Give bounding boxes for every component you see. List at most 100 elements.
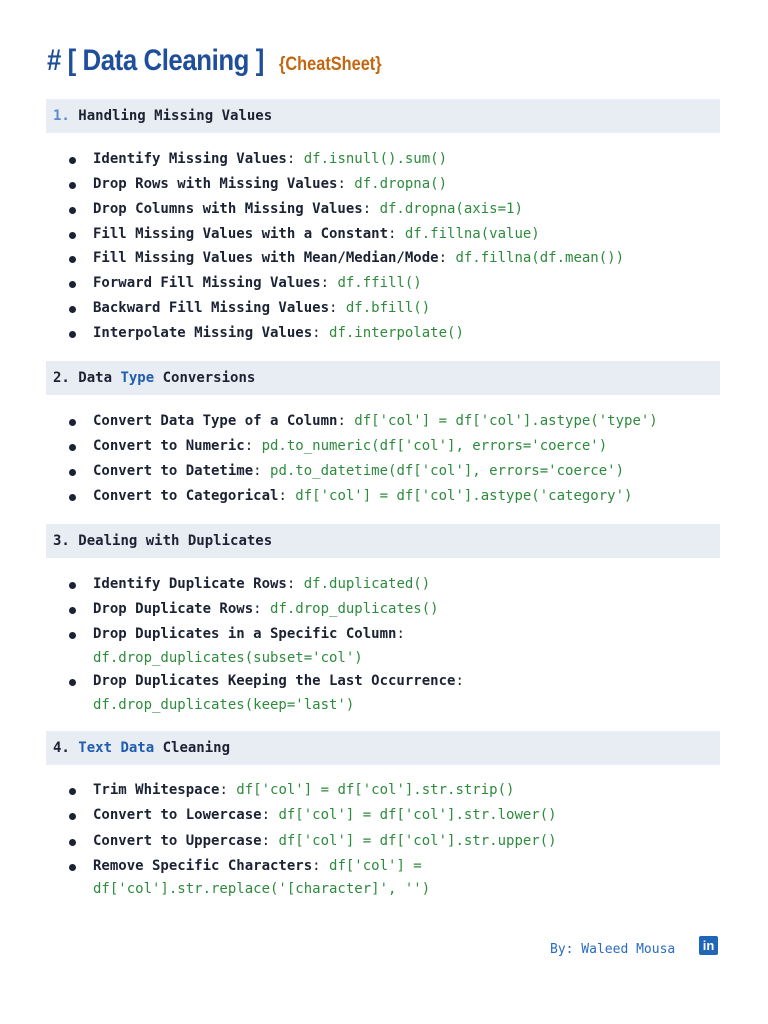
item-label: Forward Fill Missing Values bbox=[93, 275, 321, 291]
section-number: 2. bbox=[53, 370, 70, 386]
section-number: 1. bbox=[53, 108, 70, 124]
item-code: df.drop_duplicates(keep='last') bbox=[93, 697, 355, 713]
item-code: df.interpolate() bbox=[329, 325, 464, 341]
list-item: Convert to Numeric: pd.to_numeric(df['co… bbox=[93, 438, 608, 454]
list-item: Identify Missing Values: df.isnull().sum… bbox=[93, 151, 448, 167]
item-code-continued: df['col'].str.replace('[character]', '') bbox=[93, 881, 431, 897]
item-label: Drop Duplicates Keeping the Last Occurre… bbox=[93, 673, 456, 689]
bullet-icon bbox=[69, 306, 76, 313]
list-item: Drop Duplicates in a Specific Column: bbox=[93, 626, 405, 642]
bullet-icon bbox=[69, 839, 76, 846]
list-item: Convert Data Type of a Column: df['col']… bbox=[93, 413, 658, 429]
bullet-icon bbox=[69, 494, 76, 501]
item-label: Interpolate Missing Values bbox=[93, 325, 313, 341]
item-label: Identify Missing Values bbox=[93, 151, 287, 167]
item-label: Identify Duplicate Rows bbox=[93, 576, 287, 592]
item-code: df['col'] = df['col'].str.upper() bbox=[278, 833, 557, 849]
bullet-icon bbox=[69, 607, 76, 614]
item-code: df['col'] = df['col'].astype('type') bbox=[354, 413, 658, 429]
item-code: df.dropna() bbox=[354, 176, 448, 192]
section-header-duplicates: 3. Dealing with Duplicates bbox=[46, 524, 720, 558]
item-code: df.duplicated() bbox=[303, 576, 431, 592]
bullet-icon bbox=[69, 864, 76, 871]
item-code: df['col'] = df['col'].str.lower() bbox=[278, 807, 557, 823]
item-code: df.fillna(df.mean()) bbox=[455, 250, 625, 266]
bullet-icon bbox=[69, 331, 76, 338]
bullet-icon bbox=[69, 788, 76, 795]
item-label: Fill Missing Values with Mean/Median/Mod… bbox=[93, 250, 439, 266]
item-code: df.dropna(axis=1) bbox=[379, 201, 523, 217]
section-heading-post: Conversions bbox=[154, 370, 256, 386]
section-header-text-cleaning: 4. Text Data Cleaning bbox=[46, 731, 720, 765]
item-code: df.ffill() bbox=[337, 275, 422, 291]
item-label: Convert to Datetime bbox=[93, 463, 254, 479]
section-heading: Handling Missing Values bbox=[78, 108, 273, 124]
author-credit: By: Waleed Mousa bbox=[550, 942, 676, 957]
item-label: Drop Duplicates in a Specific Column bbox=[93, 626, 397, 642]
item-code: pd.to_numeric(df['col'], errors='coerce'… bbox=[261, 438, 608, 454]
bullet-icon bbox=[69, 582, 76, 589]
bullet-icon bbox=[69, 469, 76, 476]
section-heading-pre: Data bbox=[78, 370, 121, 386]
item-label: Fill Missing Values with a Constant bbox=[93, 226, 389, 242]
list-item: Drop Duplicates Keeping the Last Occurre… bbox=[93, 673, 464, 689]
list-item: Drop Columns with Missing Values: df.dro… bbox=[93, 201, 523, 217]
list-item: Forward Fill Missing Values: df.ffill() bbox=[93, 275, 422, 291]
item-code: df['col'] = bbox=[329, 858, 422, 874]
bullet-icon bbox=[69, 419, 76, 426]
section-header-type-conversions: 2. Data Type Conversions bbox=[46, 361, 720, 395]
section-heading-post: Cleaning bbox=[154, 740, 231, 756]
list-item: Convert to Uppercase: df['col'] = df['co… bbox=[93, 833, 557, 849]
list-item: Fill Missing Values with a Constant: df.… bbox=[93, 226, 540, 242]
linkedin-icon[interactable]: in bbox=[699, 936, 718, 955]
list-item: Backward Fill Missing Values: df.bfill() bbox=[93, 300, 431, 316]
section-number: 3. bbox=[53, 533, 70, 549]
list-item: Interpolate Missing Values: df.interpola… bbox=[93, 325, 464, 341]
list-item: Convert to Categorical: df['col'] = df['… bbox=[93, 488, 633, 504]
bullet-icon bbox=[69, 232, 76, 239]
list-item: Convert to Lowercase: df['col'] = df['co… bbox=[93, 807, 557, 823]
bullet-icon bbox=[69, 813, 76, 820]
item-label: Remove Specific Characters bbox=[93, 858, 313, 874]
list-item: Fill Missing Values with Mean/Median/Mod… bbox=[93, 250, 625, 266]
bullet-icon bbox=[69, 679, 76, 686]
bullet-icon bbox=[69, 281, 76, 288]
list-item: Remove Specific Characters: df['col'] = bbox=[93, 858, 422, 874]
section-heading: Dealing with Duplicates bbox=[78, 533, 273, 549]
item-code: df.drop_duplicates(subset='col') bbox=[93, 650, 363, 666]
item-label: Backward Fill Missing Values bbox=[93, 300, 330, 316]
item-label: Drop Columns with Missing Values bbox=[93, 201, 363, 217]
item-label: Drop Duplicate Rows bbox=[93, 601, 254, 617]
item-code: df.fillna(value) bbox=[404, 226, 540, 242]
title-tag: {CheatSheet} bbox=[278, 54, 382, 75]
item-code: pd.to_datetime(df['col'], errors='coerce… bbox=[270, 463, 625, 479]
list-item: Trim Whitespace: df['col'] = df['col'].s… bbox=[93, 782, 515, 798]
bullet-icon bbox=[69, 632, 76, 639]
bullet-icon bbox=[69, 207, 76, 214]
item-label: Trim Whitespace bbox=[93, 782, 220, 798]
item-code: df.isnull().sum() bbox=[303, 151, 448, 167]
item-label: Convert Data Type of a Column bbox=[93, 413, 338, 429]
item-label: Convert to Categorical bbox=[93, 488, 279, 504]
item-label: Convert to Uppercase bbox=[93, 833, 262, 849]
title-main: # [ Data Cleaning ] bbox=[47, 44, 264, 77]
section-heading-keyword: Type bbox=[120, 370, 155, 386]
list-item: Identify Duplicate Rows: df.duplicated() bbox=[93, 576, 431, 592]
item-label: Drop Rows with Missing Values bbox=[93, 176, 338, 192]
item-code: df.bfill() bbox=[345, 300, 431, 316]
section-number: 4. bbox=[53, 740, 70, 756]
bullet-icon bbox=[69, 182, 76, 189]
item-code: df['col'] = df['col'].str.strip() bbox=[236, 782, 515, 798]
item-label: Convert to Lowercase bbox=[93, 807, 262, 823]
item-label: Convert to Numeric bbox=[93, 438, 245, 454]
page-title: # [ Data Cleaning ] {CheatSheet} bbox=[47, 44, 398, 78]
item-code: df['col'] = df['col'].astype('category') bbox=[295, 488, 633, 504]
bullet-icon bbox=[69, 256, 76, 263]
item-code: df.drop_duplicates() bbox=[270, 601, 439, 617]
list-item: Convert to Datetime: pd.to_datetime(df['… bbox=[93, 463, 625, 479]
list-item: Drop Duplicate Rows: df.drop_duplicates(… bbox=[93, 601, 439, 617]
list-item: Drop Rows with Missing Values: df.dropna… bbox=[93, 176, 448, 192]
bullet-icon bbox=[69, 444, 76, 451]
section-header-missing-values: 1. Handling Missing Values bbox=[46, 99, 720, 133]
section-heading-keyword: Text Data bbox=[78, 740, 155, 756]
